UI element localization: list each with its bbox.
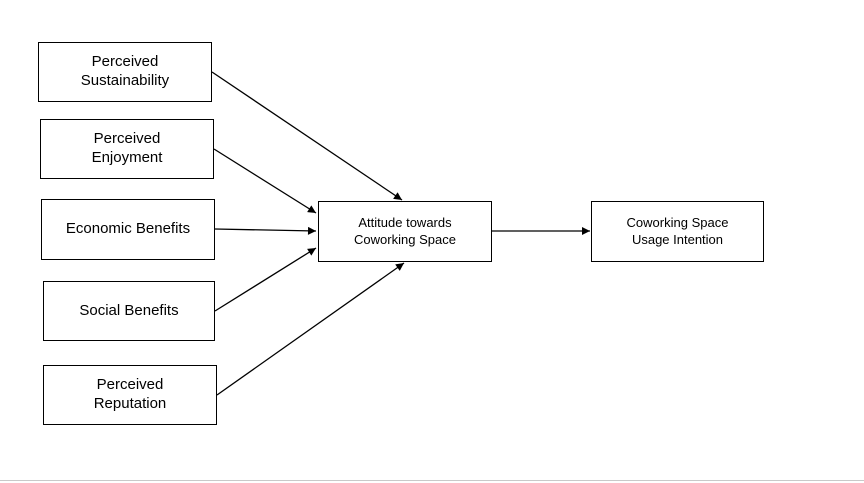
box-perceived-enjoyment-line-2: Enjoyment	[91, 149, 163, 166]
box-attitude-line-1: Attitude towards	[358, 215, 452, 231]
box-perceived-enjoyment-line-1: Perceived	[93, 130, 161, 148]
box-usage-intention-line-2: Usage Intention	[631, 231, 724, 247]
box-coworking-space-usage-intention: Coworking Space Usage Intention	[591, 201, 764, 262]
box-social-benefits-line-1: Social Benefits	[79, 301, 179, 319]
box-usage-intention-line-1: Coworking Space	[626, 215, 729, 231]
box-social-benefits: Social Benefits	[43, 281, 215, 341]
arrow-social-benefits-to-attitude	[214, 247, 317, 312]
arrow-perceived-reputation-to-attitude	[216, 262, 405, 396]
arrow-economic-benefits-to-attitude	[214, 226, 317, 235]
box-perceived-sustainability-line-1: Perceived	[91, 53, 159, 71]
box-perceived-enjoyment: Perceived Enjoyment	[40, 119, 214, 179]
box-perceived-sustainability-line-2: Sustainability	[80, 72, 170, 89]
arrows-layer	[211, 71, 590, 396]
box-attitude-line-2: Coworking Space	[354, 231, 456, 247]
box-perceived-reputation-line-2: Reputation	[93, 395, 167, 412]
arrow-perceived-sustainability-to-attitude	[211, 71, 403, 201]
box-perceived-reputation-line-1: Perceived	[96, 376, 164, 394]
box-economic-benefits: Economic Benefits	[41, 199, 215, 260]
box-economic-benefits-line-1: Economic Benefits	[65, 220, 191, 238]
arrow-perceived-enjoyment-to-attitude	[213, 148, 317, 214]
box-perceived-sustainability: Perceived Sustainability	[38, 42, 212, 102]
box-perceived-reputation: Perceived Reputation	[43, 365, 217, 425]
bottom-divider	[0, 480, 864, 481]
box-attitude-towards-coworking-space: Attitude towards Coworking Space	[318, 201, 492, 262]
